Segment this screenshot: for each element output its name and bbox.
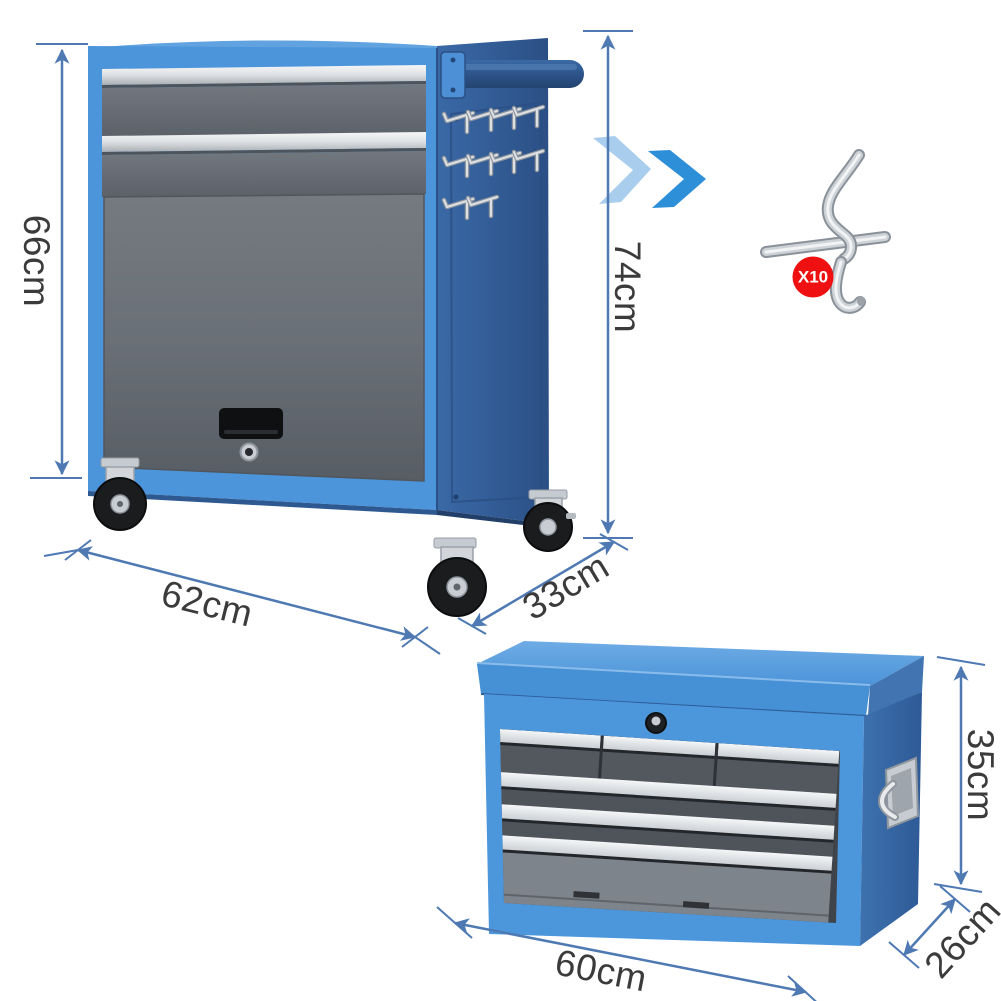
rolling-tool-cabinet bbox=[88, 38, 584, 617]
chest-width-dimension bbox=[436, 906, 817, 1001]
hook-tube-end bbox=[857, 296, 865, 306]
chest-depth-dimension bbox=[888, 885, 971, 969]
handle-shadow bbox=[500, 817, 834, 843]
drawer-divider bbox=[598, 735, 604, 779]
cabinet-drawer-1 bbox=[102, 84, 426, 138]
chest-small-drawer-handle-3 bbox=[717, 743, 840, 765]
chevron-right-icons bbox=[593, 136, 706, 208]
tool-chest bbox=[476, 641, 924, 946]
door-keyhole-center bbox=[245, 448, 253, 456]
screw bbox=[453, 494, 459, 500]
drawer-divider bbox=[712, 742, 719, 787]
chest-small-drawer-handle-2 bbox=[602, 735, 716, 757]
screw bbox=[450, 57, 456, 63]
caster-rear-right bbox=[523, 489, 576, 552]
handle-highlight bbox=[453, 64, 577, 70]
chevron-dark-icon bbox=[648, 150, 706, 208]
hook-quantity-badge: X10 bbox=[792, 256, 834, 298]
cabinet-height-dimension bbox=[30, 43, 88, 479]
screw bbox=[450, 87, 456, 93]
chest-side-handle bbox=[878, 756, 920, 830]
cabinet-drawer-2 bbox=[102, 151, 426, 197]
pegboard-hook-product bbox=[760, 149, 891, 314]
caster-front-right bbox=[427, 537, 487, 617]
caster-bolt bbox=[453, 583, 461, 591]
handle-bracket bbox=[440, 51, 466, 99]
drawer-crease bbox=[500, 892, 829, 917]
chest-height-dimension bbox=[933, 656, 986, 893]
chest-wide-drawer-handle-1 bbox=[500, 771, 837, 810]
chest-height-label: 35cm bbox=[960, 728, 1001, 822]
cabinet-depth-dimension bbox=[457, 533, 629, 635]
chest-small-drawer-fronts bbox=[500, 744, 839, 794]
chevron-light-icon bbox=[593, 136, 651, 204]
chest-wide-drawer-handle-2 bbox=[500, 803, 835, 842]
handle-shadow bbox=[500, 741, 839, 767]
caster-hub bbox=[539, 518, 557, 536]
handle-shadow bbox=[500, 848, 832, 874]
chest-drawers bbox=[500, 729, 840, 923]
drawer-slot bbox=[573, 891, 600, 899]
caster-front-left bbox=[93, 457, 147, 531]
chest-lid-front bbox=[477, 664, 870, 716]
chest-lid-top bbox=[477, 641, 924, 686]
cabinet-overall-height-label: 74cm bbox=[607, 240, 648, 334]
chest-wide-drawer-front-2 bbox=[500, 820, 834, 857]
handle-shadow bbox=[500, 785, 836, 811]
caster-brake bbox=[566, 513, 576, 519]
cabinet-width-dimension bbox=[43, 539, 441, 655]
door-handle-lip bbox=[224, 430, 278, 434]
cabinet-height-label: 66cm bbox=[16, 214, 57, 308]
rail-shadow bbox=[102, 148, 426, 155]
cabinet-underside bbox=[88, 491, 437, 515]
cabinet-drawer-rail-2 bbox=[102, 132, 426, 152]
cabinet-push-handle bbox=[440, 51, 584, 99]
cabinet-door bbox=[103, 193, 425, 482]
rail-shadow bbox=[102, 81, 426, 88]
caster-plate bbox=[100, 457, 140, 468]
cabinet-underside-side bbox=[437, 510, 549, 528]
chest-wide-drawer-handle-3 bbox=[500, 834, 833, 873]
caster-bolt bbox=[117, 501, 123, 507]
chest-lid-side bbox=[868, 656, 924, 716]
door-handle bbox=[219, 408, 283, 439]
drawer-slot bbox=[682, 901, 710, 909]
chest-keyhole-center bbox=[651, 716, 661, 726]
chest-wide-drawer-front-1 bbox=[500, 788, 836, 826]
cabinet-drawer-rail-1 bbox=[102, 65, 426, 85]
